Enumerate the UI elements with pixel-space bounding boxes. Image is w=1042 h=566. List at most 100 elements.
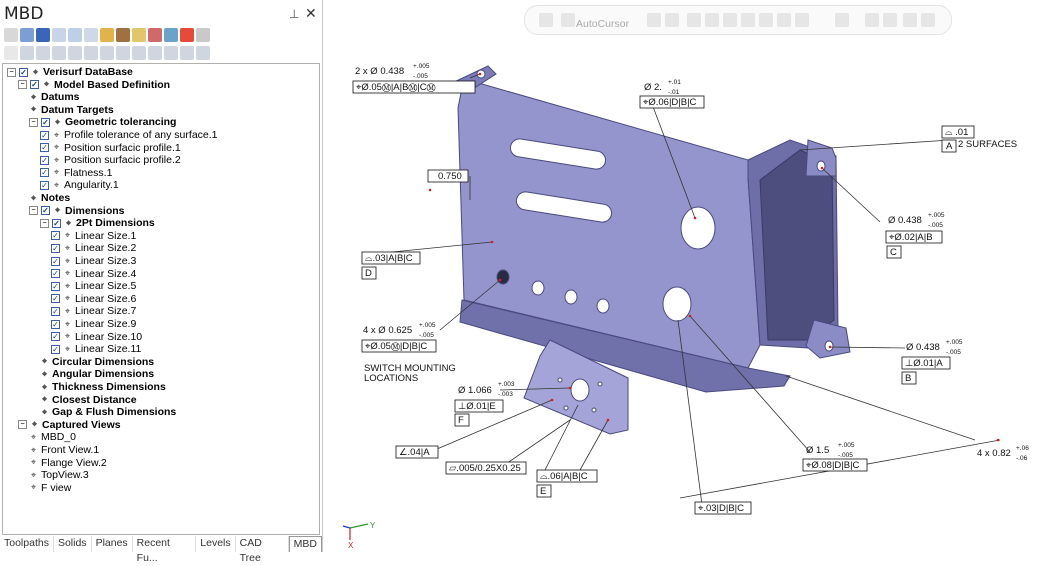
annotation-13[interactable]: ⌓.06|A|B|C E [536, 469, 598, 498]
panel-tab[interactable]: Toolpaths [0, 536, 54, 552]
tree-item[interactable]: −✓⌖Model Based Definition [18, 79, 170, 91]
tree-item[interactable]: ✓⌖Linear Size.1 [51, 230, 136, 242]
shade-4-icon[interactable] [759, 13, 773, 27]
visibility-checkbox[interactable]: ✓ [40, 180, 49, 190]
gap-icon[interactable] [164, 46, 178, 60]
tree-item[interactable]: ⌖Front View.1 [29, 444, 99, 456]
table-icon[interactable] [196, 46, 210, 60]
annotation-2[interactable]: Ø 2. +.01 -.01 ⌖Ø.06|D|B|C [639, 79, 705, 109]
expand-toggle-icon[interactable]: − [7, 67, 16, 77]
axis-icon[interactable] [196, 28, 210, 42]
tree-item[interactable]: ✓⌖Linear Size.11 [51, 343, 141, 355]
expand-toggle-icon[interactable]: − [18, 80, 27, 90]
cube-icon[interactable] [68, 28, 82, 42]
visibility-checkbox[interactable]: ✓ [51, 344, 60, 354]
expand-toggle-icon[interactable]: − [18, 420, 27, 430]
tree-item[interactable]: ✓⌖Flatness.1 [40, 167, 112, 179]
tree-item[interactable]: ✓⌖Linear Size.10 [51, 331, 142, 343]
linear-dim-icon[interactable] [84, 46, 98, 60]
tree-item[interactable]: ✓⌖Angularity.1 [40, 179, 119, 191]
annotation-1[interactable]: 2 x Ø 0.438 +.005 -.005 ⌖Ø.05Ⓜ|A|BⓂ|CⓂ [352, 63, 476, 94]
tree-item[interactable]: ✓⌖Linear Size.4 [51, 268, 136, 280]
tree-item[interactable]: ✓⌖Linear Size.7 [51, 305, 136, 317]
radius-dim-icon[interactable] [100, 46, 114, 60]
datum-target-icon[interactable] [36, 46, 50, 60]
annotation-12[interactable]: ⏥.005/0.25X0.25 [445, 461, 527, 475]
grid-snap-icon[interactable] [665, 13, 679, 27]
expand-toggle-icon[interactable]: − [29, 206, 38, 216]
bowl-icon[interactable] [164, 28, 178, 42]
pointer-2-icon[interactable] [883, 13, 897, 27]
visibility-checkbox[interactable]: ✓ [51, 243, 60, 253]
tree-item[interactable]: ⌖Datum Targets [29, 104, 114, 116]
visibility-checkbox[interactable]: ✓ [19, 67, 28, 77]
visibility-checkbox[interactable]: ✓ [41, 206, 50, 216]
visibility-checkbox[interactable]: ✓ [40, 168, 49, 178]
visibility-checkbox[interactable]: ✓ [52, 218, 61, 228]
tree-item[interactable]: ⌖F view [29, 482, 71, 494]
annotation-7[interactable]: 4 x Ø 0.625 +.005 -.005 ⌖Ø.05Ⓜ|D|B|C [361, 322, 437, 353]
shade-1-icon[interactable] [705, 13, 719, 27]
shade-3-icon[interactable] [741, 13, 755, 27]
annotation-11[interactable]: ∠.04|A [395, 445, 439, 459]
visibility-checkbox[interactable]: ✓ [51, 231, 60, 241]
expand-toggle-icon[interactable]: − [40, 218, 49, 228]
box-icon[interactable] [100, 28, 114, 42]
thickness-icon[interactable] [148, 46, 162, 60]
tree-item[interactable]: ⌖Datums [29, 91, 80, 103]
tree-item[interactable]: ✓⌖Position surfacic profile.1 [40, 142, 181, 154]
panel-tab[interactable]: MBD [288, 536, 322, 552]
tree-item[interactable]: −✓⌖Dimensions [29, 205, 125, 217]
tree-item[interactable]: −⌖Captured Views [18, 419, 121, 431]
visibility-checkbox[interactable]: ✓ [40, 155, 49, 165]
flush-icon[interactable] [180, 46, 194, 60]
visibility-checkbox[interactable]: ✓ [30, 80, 39, 90]
autocursor-dropdown[interactable]: AutoCursor [576, 18, 630, 30]
cursor-icon[interactable] [561, 13, 575, 27]
tree-item[interactable]: ✓⌖Profile tolerance of any surface.1 [40, 129, 218, 141]
panel-tab[interactable]: Solids [54, 536, 92, 552]
view-icon[interactable] [4, 28, 18, 42]
tree-item[interactable]: ⌖Flange View.2 [29, 457, 107, 469]
circle-target-icon[interactable] [68, 46, 82, 60]
tree-item[interactable]: −✓⌖Verisurf DataBase [7, 66, 133, 78]
tag-icon[interactable] [132, 28, 146, 42]
shade-2-icon[interactable] [723, 13, 737, 27]
annotation-5[interactable]: Ø 0.438 +.005 -.005 ⌖Ø.02|A|B C [885, 212, 945, 259]
lightning-icon[interactable] [180, 28, 194, 42]
tree-item[interactable]: ✓⌖Linear Size.5 [51, 280, 136, 292]
tree-item[interactable]: ✓⌖Linear Size.3 [51, 255, 136, 267]
tree-item[interactable]: ✓⌖Linear Size.2 [51, 242, 136, 254]
annotation-15[interactable]: 4 x 0.82 +.06 -.06 [977, 445, 1029, 462]
tree-item[interactable]: ⌖Angular Dimensions [40, 368, 154, 380]
tree-item[interactable]: −✓⌖Geometric tolerancing [29, 116, 176, 128]
annotation-6[interactable]: ⌓.03|A|B|C D [361, 251, 421, 280]
tree-item[interactable]: ⌖Gap & Flush Dimensions [40, 406, 176, 418]
pointer-icon[interactable] [865, 13, 879, 27]
datum-icon[interactable] [20, 46, 34, 60]
position-icon[interactable] [52, 46, 66, 60]
pin-icon[interactable]: ⊥ [289, 7, 300, 21]
panel-tab[interactable]: Planes [92, 536, 133, 552]
annotation-3[interactable]: ⌓ .01 A 2 SURFACES [941, 125, 1017, 153]
visibility-checkbox[interactable]: ✓ [51, 269, 60, 279]
angle-dim-icon[interactable] [116, 46, 130, 60]
annotation-16[interactable]: ⌖.03|D|B|C [694, 501, 752, 515]
visibility-checkbox[interactable]: ✓ [40, 143, 49, 153]
tree-item[interactable]: ✓⌖Position surfacic profile.2 [40, 154, 181, 166]
panel-tab[interactable]: Levels [196, 536, 236, 552]
snap-icon[interactable] [647, 13, 661, 27]
annotation-4[interactable]: 0.750 [427, 169, 469, 183]
visibility-checkbox[interactable]: ✓ [40, 130, 49, 140]
stack-icon[interactable] [116, 28, 130, 42]
shade-6-icon[interactable] [795, 13, 809, 27]
shade-5-icon[interactable] [777, 13, 791, 27]
visibility-checkbox[interactable]: ✓ [41, 117, 50, 127]
expand-toggle-icon[interactable]: − [29, 117, 38, 127]
panel-tab[interactable]: CAD Tree [236, 536, 289, 564]
tree-item[interactable]: ⌖Notes [29, 192, 70, 204]
distance-icon[interactable] [132, 46, 146, 60]
report-icon[interactable] [148, 28, 162, 42]
tree-item[interactable]: ⌖Circular Dimensions [40, 356, 154, 368]
tree-item[interactable]: ⌖MBD_0 [29, 431, 76, 443]
